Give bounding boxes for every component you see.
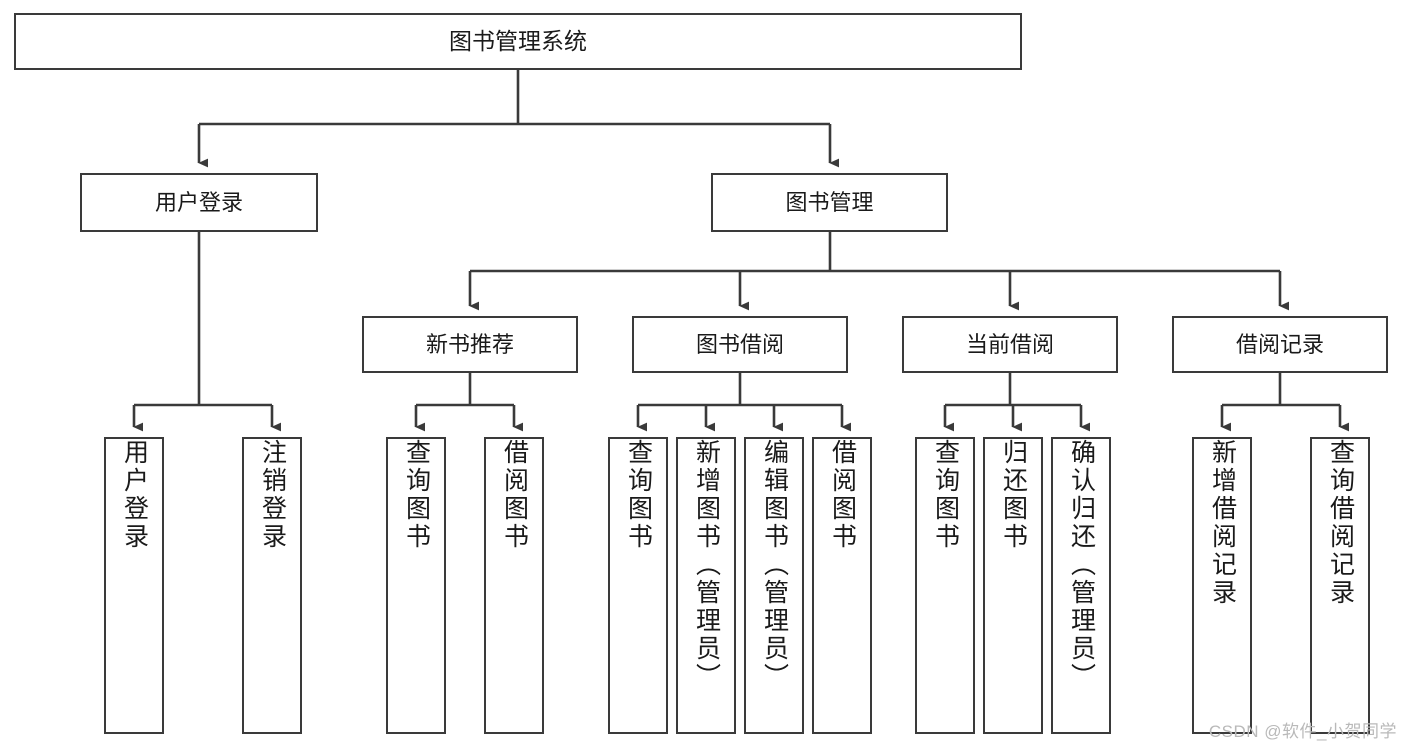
node-label: 借阅记录 [1235,331,1324,357]
node-label: 用户登录 [120,439,149,551]
node-user-login[interactable]: 用户登录 [80,173,318,232]
leaf-node[interactable]: 确认归还（管理员） [1051,437,1111,734]
node-label: 查询图书 [931,439,960,551]
node-book-management[interactable]: 图书管理 [711,173,948,232]
node-label: 图书借阅 [695,331,784,357]
leaf-node[interactable]: 查询借阅记录 [1310,437,1370,734]
edges-record-to-leaves [1220,373,1350,432]
node-label: 编辑图书（管理员） [760,439,789,691]
leaf-node[interactable]: 借阅图书 [484,437,544,734]
node-label: 确认归还（管理员） [1067,439,1096,691]
edges-newbook-to-leaves [414,373,524,432]
edges-bookmgmt-to-level2 [468,232,1290,311]
node-label: 新增图书（管理员） [692,439,721,691]
leaf-node[interactable]: 用户登录 [104,437,164,734]
leaf-node[interactable]: 查询图书 [915,437,975,734]
edges-root-to-level1 [197,70,840,168]
node-label: 新增借阅记录 [1208,439,1237,607]
node-label: 借阅图书 [500,439,529,551]
edges-userlogin-to-leaves [132,232,282,432]
node-label: 图书管理系统 [449,27,587,54]
node-root-system[interactable]: 图书管理系统 [14,13,1022,70]
leaf-node[interactable]: 查询图书 [608,437,668,734]
node-borrow-record[interactable]: 借阅记录 [1172,316,1388,373]
leaf-node[interactable]: 编辑图书（管理员） [744,437,804,734]
node-new-book-recommend[interactable]: 新书推荐 [362,316,578,373]
leaf-node[interactable]: 借阅图书 [812,437,872,734]
leaf-node[interactable]: 归还图书 [983,437,1043,734]
edges-borrow-to-leaves [636,373,852,432]
node-label: 图书管理 [785,189,874,215]
node-book-borrow[interactable]: 图书借阅 [632,316,848,373]
node-label: 查询图书 [624,439,653,551]
node-label: 归还图书 [999,439,1028,551]
node-label: 当前借阅 [965,331,1054,357]
node-label: 新书推荐 [425,331,514,357]
node-label: 查询图书 [402,439,431,551]
node-label: 借阅图书 [828,439,857,551]
node-label: 注销登录 [258,439,287,551]
leaf-node[interactable]: 查询图书 [386,437,446,734]
edges-current-to-leaves [943,373,1091,432]
node-label: 查询借阅记录 [1326,439,1355,607]
node-current-borrow[interactable]: 当前借阅 [902,316,1118,373]
leaf-node[interactable]: 新增借阅记录 [1192,437,1252,734]
leaf-node[interactable]: 新增图书（管理员） [676,437,736,734]
leaf-node[interactable]: 注销登录 [242,437,302,734]
node-label: 用户登录 [154,189,243,215]
